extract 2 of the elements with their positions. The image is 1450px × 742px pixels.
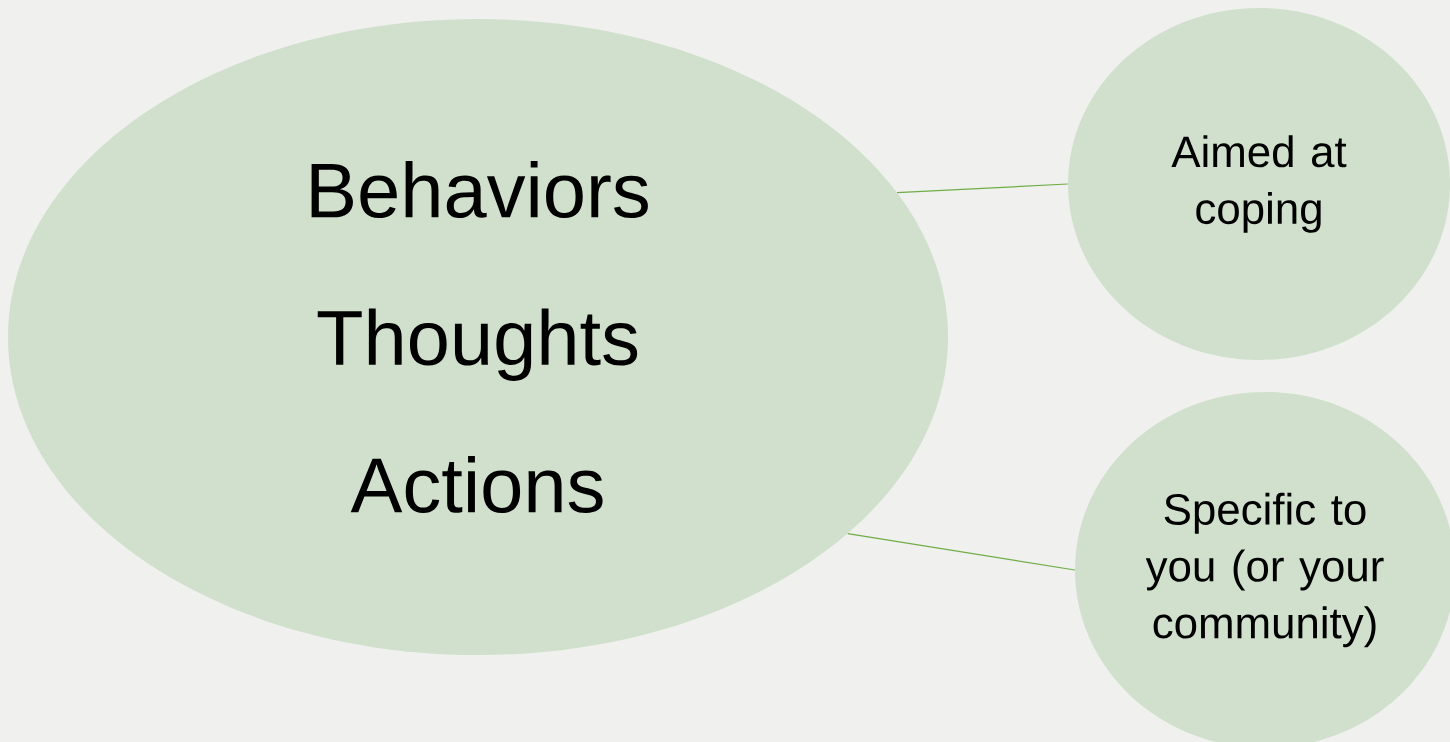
- connector-line: [847, 533, 1076, 571]
- connector-line: [896, 183, 1069, 194]
